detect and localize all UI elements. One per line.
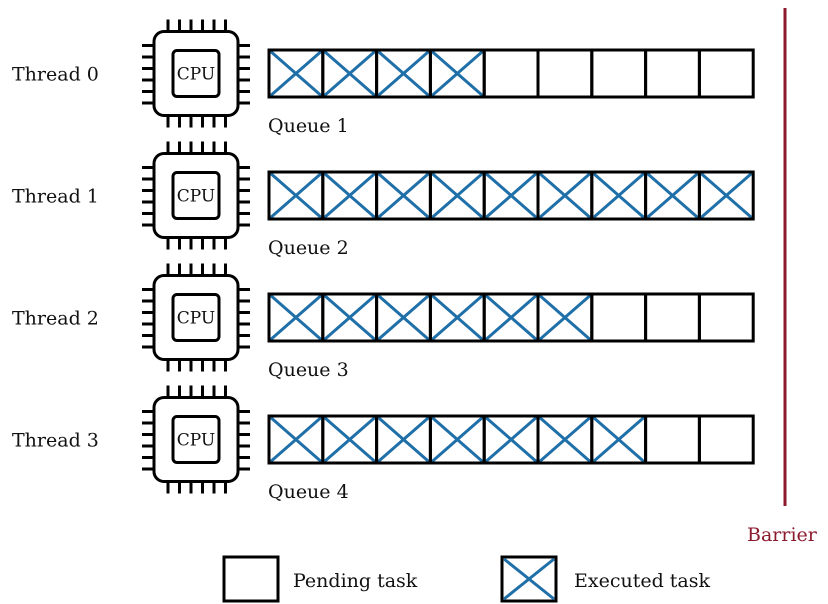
cpu-label: CPU — [177, 431, 215, 451]
pending-task-cell — [536, 48, 594, 99]
executed-task-cell — [590, 414, 648, 465]
pending-task-cell — [697, 48, 755, 99]
executed-task-cell — [428, 414, 486, 465]
executed-task-cell — [375, 170, 432, 221]
thread-label: Thread 1 — [12, 186, 99, 208]
thread-label: Thread 0 — [12, 64, 99, 86]
task-queue — [267, 292, 755, 343]
executed-task-cell — [482, 170, 540, 221]
cpu-label: CPU — [177, 187, 215, 207]
legend-executed-swatch — [500, 555, 558, 603]
executed-task-cell — [267, 292, 325, 343]
executed-task-cell — [644, 170, 701, 221]
executed-task-cell — [482, 414, 540, 465]
legend-executed-label: Executed task — [574, 570, 711, 592]
task-queue — [267, 414, 755, 465]
cpu-chip-icon: CPU — [142, 263, 250, 372]
executed-task-cell — [321, 48, 379, 99]
task-queue — [267, 48, 755, 99]
barrier-label: Barrier — [747, 524, 818, 546]
cpu-label: CPU — [177, 309, 215, 329]
pending-task-cell — [644, 292, 701, 343]
task-queue — [267, 170, 755, 221]
cpu-label: CPU — [177, 65, 215, 85]
executed-task-cell — [536, 292, 594, 343]
executed-task-cell — [482, 292, 540, 343]
executed-task-cell — [697, 170, 755, 221]
pending-task-cell — [590, 292, 648, 343]
legend-pending-swatch — [222, 555, 280, 603]
legend-pending-label: Pending task — [293, 570, 418, 592]
executed-task-cell — [267, 48, 325, 99]
pending-task-cell — [590, 48, 648, 99]
legend: Pending task Executed task — [222, 555, 711, 603]
cpu-chip-icon: CPU — [142, 141, 250, 250]
thread-row: Thread 2 CPU Queue 3 — [12, 263, 755, 381]
thread-label: Thread 2 — [12, 308, 99, 330]
queue-label: Queue 2 — [268, 237, 349, 259]
cpu-chip-icon: CPU — [142, 385, 250, 494]
executed-task-cell — [428, 48, 486, 99]
queue-label: Queue 3 — [268, 359, 349, 381]
pending-task-cell — [644, 414, 701, 465]
queue-label: Queue 1 — [268, 115, 349, 137]
executed-task-cell — [428, 170, 486, 221]
executed-task-cell — [321, 292, 379, 343]
executed-task-cell — [536, 170, 594, 221]
executed-task-cell — [267, 414, 325, 465]
thread-row: Thread 1 CPU Queue 2 — [12, 141, 755, 259]
executed-task-cell — [375, 414, 432, 465]
pending-task-cell — [644, 48, 701, 99]
cpu-chip-icon: CPU — [142, 19, 250, 128]
pending-task-cell — [697, 292, 755, 343]
executed-task-cell — [267, 170, 325, 221]
thread-row: Thread 3 CPU Queue 4 — [12, 385, 755, 503]
thread-label: Thread 3 — [12, 430, 99, 452]
pending-task-cell — [697, 414, 755, 465]
executed-task-cell — [375, 292, 432, 343]
executed-task-cell — [321, 414, 379, 465]
executed-task-cell — [536, 414, 594, 465]
executed-task-cell — [590, 170, 648, 221]
executed-task-cell — [428, 292, 486, 343]
executed-task-cell — [375, 48, 432, 99]
queue-label: Queue 4 — [268, 481, 349, 503]
executed-task-cell — [321, 170, 379, 221]
thread-row: Thread 0 CPU Queue 1 — [12, 19, 755, 137]
pending-task-cell — [482, 48, 540, 99]
